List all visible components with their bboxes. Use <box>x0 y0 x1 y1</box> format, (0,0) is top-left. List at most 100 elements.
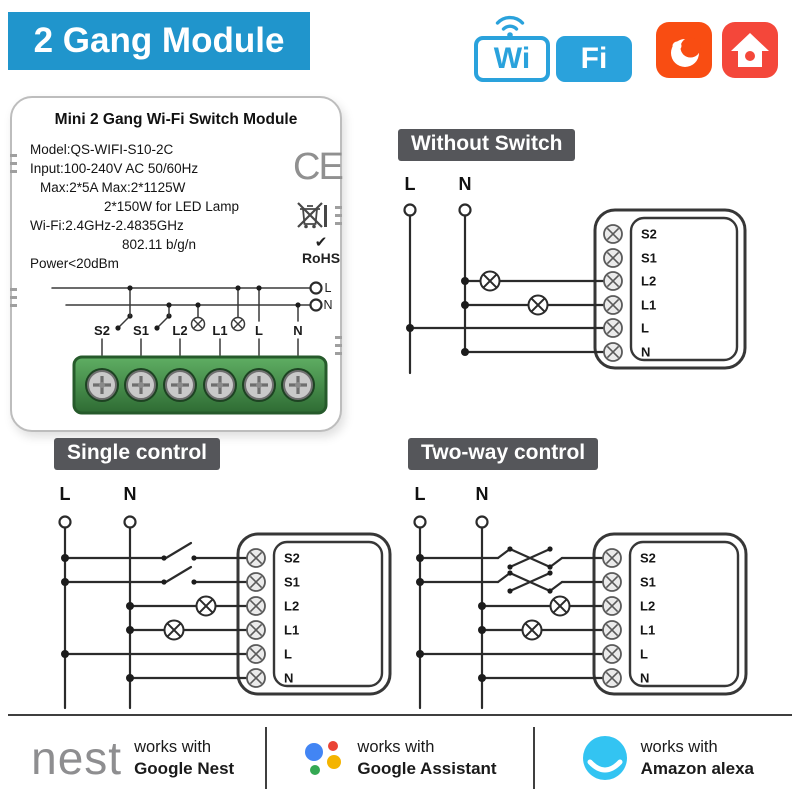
contact-dot <box>161 555 167 561</box>
junction-dot <box>126 674 134 682</box>
supply-node-icon <box>475 515 489 529</box>
terminal-label: S1 <box>640 575 656 590</box>
without-switch-diagram: L N S2 S1 L2 L1 L N <box>403 174 747 375</box>
screw-icon <box>602 548 622 568</box>
rohs-label: RoHS <box>301 250 341 266</box>
switch-blade-icon <box>117 315 170 329</box>
terminal-label: L <box>284 647 292 662</box>
terminal-label: L2 <box>640 599 655 614</box>
terminal-label: S2 <box>284 551 300 566</box>
screw-icon <box>603 295 623 315</box>
module-face-schematic: L N S2 S1 L2 L1 L N <box>51 281 333 356</box>
mount-clip-icon <box>10 154 17 178</box>
junction-dot <box>195 302 201 308</box>
terminal-label: L2 <box>172 323 187 338</box>
mount-clip-icon <box>335 206 342 230</box>
terminal-screw-icon <box>201 366 239 404</box>
lamp-icon <box>230 316 246 332</box>
spec-led: 2*150W for LED Lamp <box>104 199 240 214</box>
terminal-label: S1 <box>641 251 657 266</box>
junction-dot <box>416 650 424 658</box>
junction-dot <box>406 324 414 332</box>
works-with-text: works with <box>640 738 718 756</box>
lamp-icon <box>195 595 217 617</box>
screw-icon <box>603 342 623 362</box>
screw-icon <box>246 596 266 616</box>
two-way-switch-icon <box>496 547 564 569</box>
terminal-screw-icon <box>279 366 317 404</box>
contact-dot <box>507 546 513 552</box>
junction-dot <box>126 626 134 634</box>
terminal-label: L1 <box>640 623 655 638</box>
contact-dot <box>547 564 553 570</box>
lamp-icon <box>479 270 501 292</box>
module-title: Mini 2 Gang Wi-Fi Switch Module <box>54 111 298 128</box>
live-label: L <box>60 484 71 504</box>
screw-icon <box>246 644 266 664</box>
terminal-label: L <box>641 321 649 336</box>
terminal-label: S2 <box>641 227 657 242</box>
contact-dot <box>115 325 121 331</box>
wifi-signal-icon <box>495 15 525 38</box>
rohs-check-icon: ✔ <box>314 234 328 251</box>
supply-node-icon <box>413 515 427 529</box>
terminal-screw-icon <box>240 366 278 404</box>
switch-blade-icon <box>164 541 193 560</box>
terminal-label: L <box>640 647 648 662</box>
spec-input: Input:100-240V AC 50/60Hz <box>30 161 199 176</box>
junction-dot <box>235 285 241 291</box>
live-label: L <box>405 174 416 194</box>
terminal-label: L2 <box>641 274 656 289</box>
contact-dot <box>161 579 167 585</box>
live-label: L <box>415 484 426 504</box>
junction-dot <box>61 578 69 586</box>
terminal-label: N <box>284 671 293 686</box>
wire <box>101 338 299 356</box>
terminal-label: S1 <box>133 323 149 338</box>
contact-dot <box>547 546 553 552</box>
screw-icon <box>246 548 266 568</box>
terminal-label: N <box>640 671 649 686</box>
junction-dot <box>61 554 69 562</box>
screw-icon <box>602 572 622 592</box>
wire <box>129 287 299 322</box>
supply-node-icon <box>403 203 417 217</box>
works-with-google-assistant: works with Google Assistant <box>267 736 532 780</box>
screw-icon <box>603 248 623 268</box>
neutral-label: N <box>459 174 472 194</box>
screw-icon <box>603 224 623 244</box>
footer-divider <box>8 714 792 716</box>
terminal-screw-icon <box>161 366 199 404</box>
junction-dot <box>295 302 301 308</box>
terminal-screw-icon <box>83 366 121 404</box>
spec-max: Max:2*5A Max:2*1125W <box>40 180 186 195</box>
screw-icon <box>603 318 623 338</box>
contact-dot <box>507 564 513 570</box>
wifi-fi-box: Fi <box>556 36 632 82</box>
partner-name: Google Nest <box>134 759 235 778</box>
spec-power: Power<20dBm <box>30 256 119 271</box>
two-way-switch-icon <box>496 571 564 593</box>
terminal-block <box>72 355 328 415</box>
contact-dot <box>507 588 513 594</box>
nest-logo: nest <box>31 732 123 784</box>
lamp-icon <box>521 619 543 641</box>
tuya-icon <box>671 37 701 67</box>
smart-life-logo <box>722 22 778 78</box>
junction-dot <box>478 602 486 610</box>
terminal-label: L1 <box>641 298 656 313</box>
screw-icon <box>246 668 266 688</box>
section-title-single-control: Single control <box>54 438 221 470</box>
screw-icon <box>602 620 622 640</box>
lamp-icon <box>190 316 206 332</box>
lamp-icon <box>549 595 571 617</box>
single-control-diagram: L N S2 S1 L2 L1 L N <box>58 484 392 710</box>
junction-dot <box>478 626 486 634</box>
compatibility-footer: nest works with Google Nest works with G… <box>0 720 800 796</box>
module-specs: Model:QS-WIFI-S10-2C Input:100-240V AC 5… <box>30 140 239 273</box>
lamp-icon <box>163 619 185 641</box>
google-assistant-icon <box>305 741 342 775</box>
partner-name: Amazon alexa <box>640 759 755 778</box>
supply-node-icon <box>58 515 72 529</box>
terminal-label: N <box>293 323 302 338</box>
